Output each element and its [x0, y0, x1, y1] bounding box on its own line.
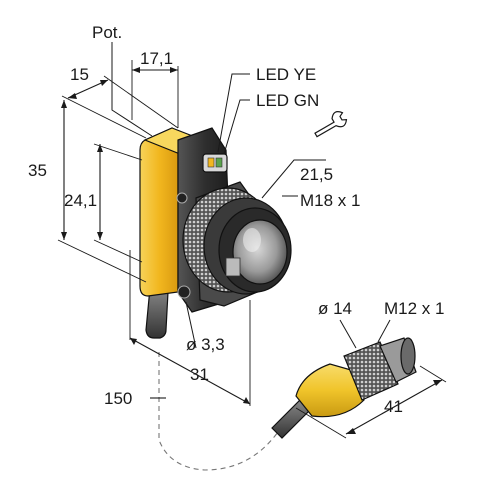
lens-highlight [243, 228, 261, 252]
label-17-1: 17,1 [140, 49, 173, 68]
sensor-body [139, 127, 292, 339]
housing-yellow-front [139, 127, 179, 297]
mount-hole-top [176, 192, 188, 204]
dimension-arrows [61, 67, 442, 434]
connector-assembly [271, 337, 417, 439]
label-dia-3-3: ø 3,3 [186, 335, 225, 354]
sensor-cable [145, 287, 169, 339]
label-21-5: 21,5 [300, 165, 333, 184]
label-m18: M18 x 1 [300, 191, 360, 210]
label-41: 41 [384, 397, 403, 416]
pot-leader [111, 42, 153, 137]
led-green-indicator [215, 157, 223, 168]
lens-inner-marker [225, 257, 241, 277]
wrench-icon [314, 111, 348, 138]
dimension-lines [57, 42, 447, 439]
label-31: 31 [190, 365, 209, 384]
label-15: 15 [70, 65, 89, 84]
label-35: 35 [28, 161, 47, 180]
label-pot: Pot. [92, 23, 122, 42]
mount-hole-bottom [177, 285, 191, 299]
label-24-1: 24,1 [64, 191, 97, 210]
connector-end-face [400, 337, 416, 375]
sensor-lens [232, 219, 288, 285]
label-led-ye: LED YE [256, 65, 316, 84]
label-led-gn: LED GN [256, 91, 319, 110]
led-yellow-indicator [207, 157, 215, 168]
label-150: 150 [104, 389, 132, 408]
label-m12: M12 x 1 [384, 299, 444, 318]
cable-length-dashed-line [158, 352, 279, 471]
led-window [202, 153, 228, 173]
label-dia-14: ø 14 [318, 299, 352, 318]
